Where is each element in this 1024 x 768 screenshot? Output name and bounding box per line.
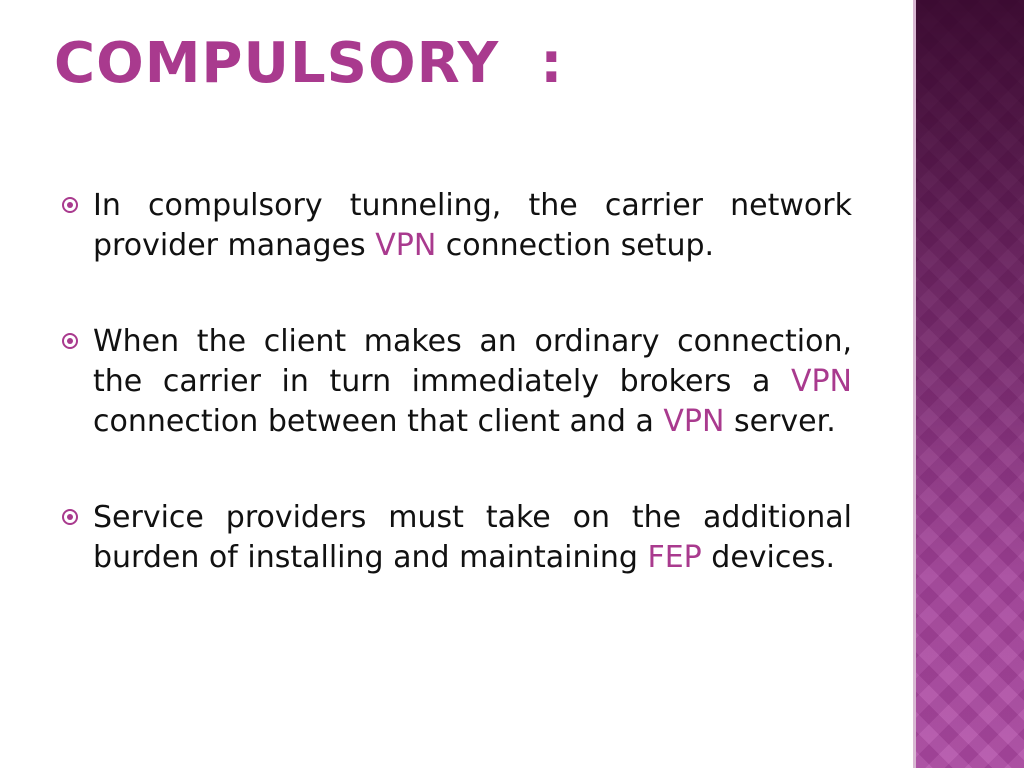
decorative-side-bar [913, 0, 1024, 768]
circle-bullet-icon [62, 509, 78, 525]
bullet-text-segment: In compulsory tunneling, the carrier net… [93, 188, 852, 263]
bullet-item: When the client makes an ordinary connec… [62, 322, 852, 442]
highlight-term: VPN [790, 364, 852, 399]
bullet-text: Service providers must take on the addit… [93, 500, 852, 575]
slide-title: COMPULSORY : [54, 31, 564, 96]
bullet-text-segment: devices. [701, 540, 836, 575]
highlight-term: VPN [663, 404, 725, 439]
bullet-item: In compulsory tunneling, the carrier net… [62, 186, 852, 266]
bullet-list: In compulsory tunneling, the carrier net… [62, 186, 852, 578]
bullet-text-segment: server. [724, 404, 836, 439]
bullet-text-segment: Service providers must take on the addit… [93, 500, 852, 575]
bullet-item: Service providers must take on the addit… [62, 498, 852, 578]
circle-bullet-icon [62, 197, 78, 213]
bullet-text-segment: connection between that client and a [93, 404, 664, 439]
highlight-term: VPN [375, 228, 437, 263]
bullet-text-segment: connection setup. [436, 228, 715, 263]
bullet-text: In compulsory tunneling, the carrier net… [93, 188, 852, 263]
highlight-term: FEP [647, 540, 702, 575]
circle-bullet-icon [62, 333, 78, 349]
bullet-text: When the client makes an ordinary connec… [93, 324, 852, 439]
bullet-text-segment: When the client makes an ordinary connec… [93, 324, 852, 399]
